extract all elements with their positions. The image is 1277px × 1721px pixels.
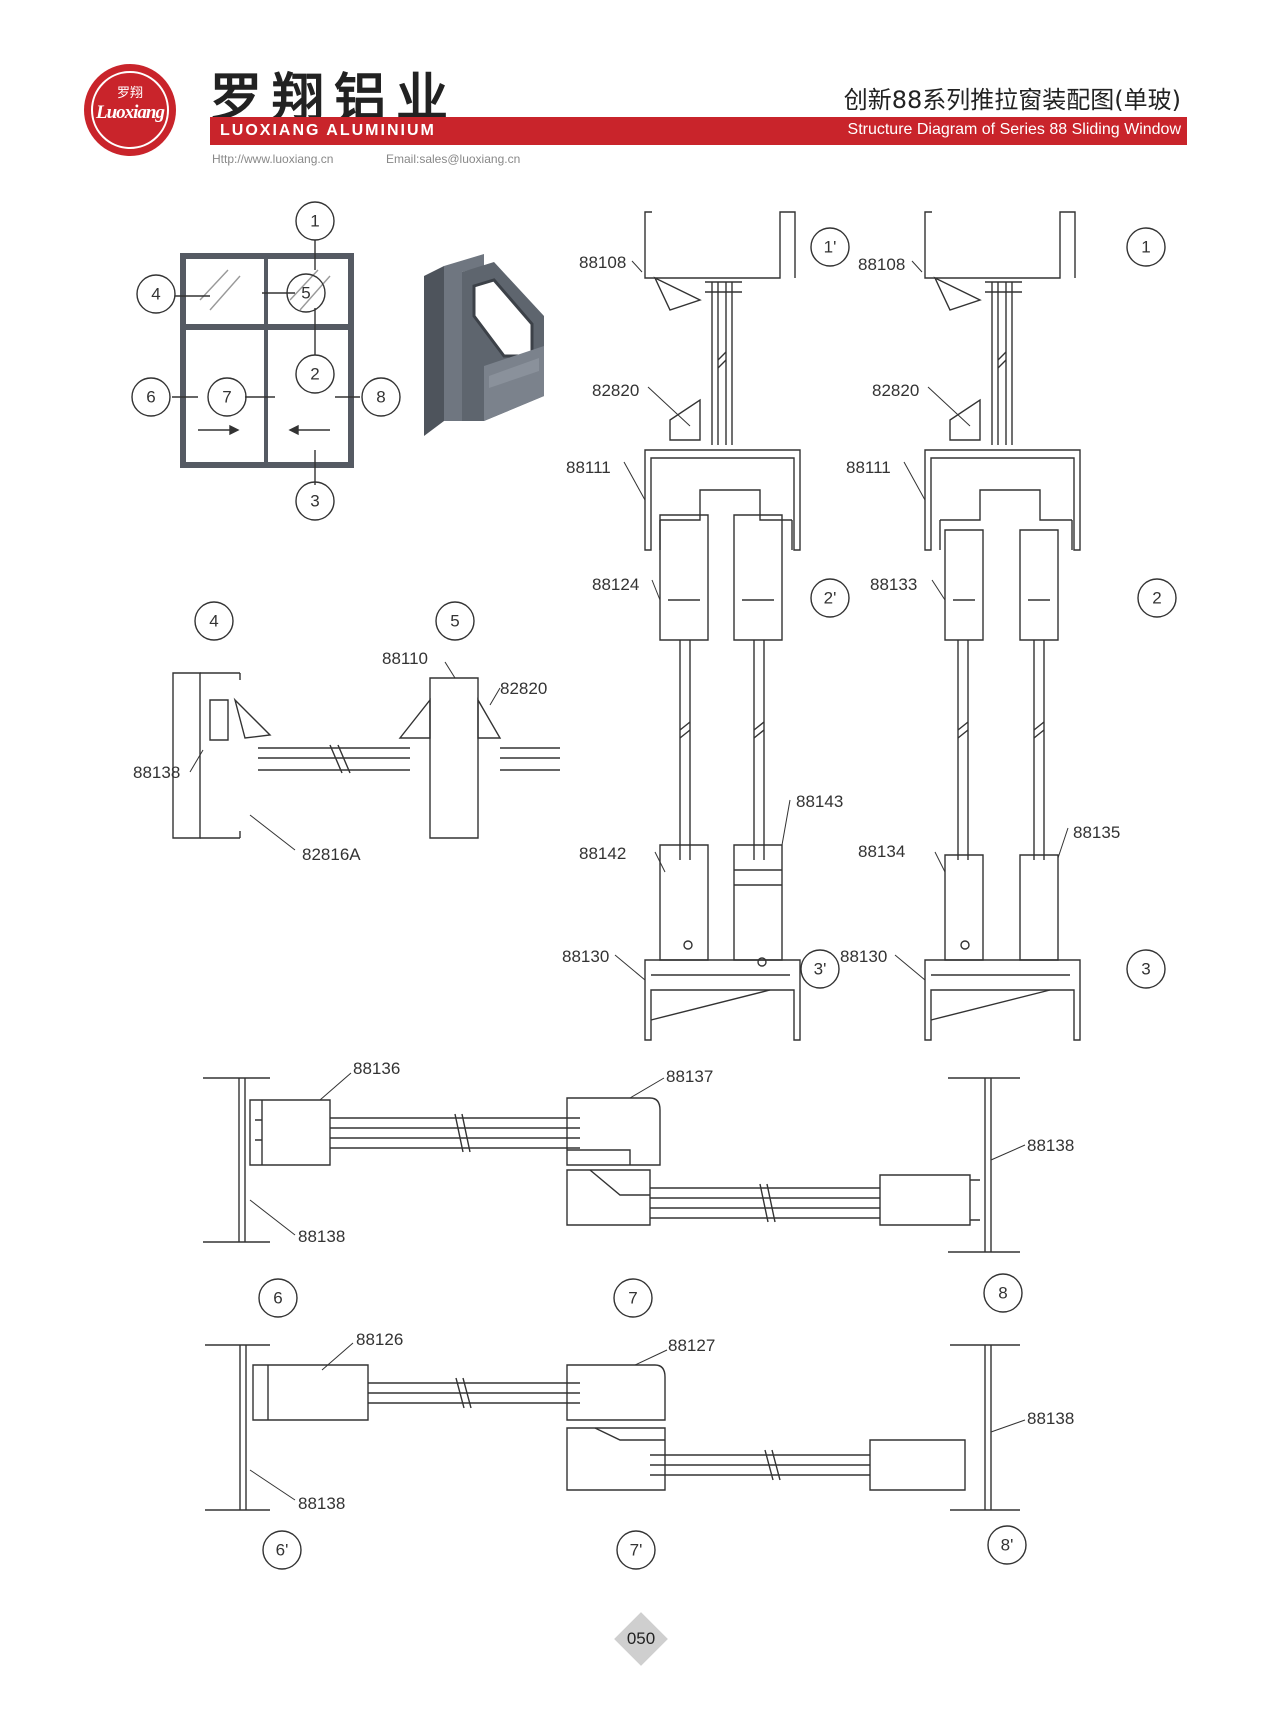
page-number-badge: 050 xyxy=(614,1612,668,1666)
window-marker-3 xyxy=(295,481,335,521)
vertical-section-left xyxy=(644,211,801,1041)
part-label: 88137 xyxy=(666,1067,713,1086)
part-label: 88124 xyxy=(592,575,639,594)
section-marker-label: 4 xyxy=(209,612,218,631)
window-marker-label: 4 xyxy=(151,285,160,304)
part-label: 82820 xyxy=(500,679,547,698)
window-marker-5 xyxy=(286,273,326,313)
header-red-bar xyxy=(210,117,1187,145)
part-label: 88130 xyxy=(840,947,887,966)
part-label: 88110 xyxy=(382,649,428,668)
part-label: 88135 xyxy=(1073,823,1120,842)
section-marker-label: 5 xyxy=(450,612,459,631)
part-label: 88138 xyxy=(133,763,180,782)
part-label: 82816A xyxy=(302,845,361,864)
part-label: 88142 xyxy=(579,844,626,863)
brand-name-english: LUOXIANG ALUMINIUM xyxy=(220,122,436,139)
window-marker-label: 1 xyxy=(310,212,319,231)
section-marker-label: 7 xyxy=(628,1289,637,1308)
profile-3d-render xyxy=(424,254,544,436)
part-label: 88126 xyxy=(356,1330,403,1349)
section-marker-label: 3' xyxy=(814,960,827,979)
page-title-chinese: 创新88系列推拉窗装配图(单玻) xyxy=(843,86,1181,114)
window-marker-8 xyxy=(361,377,401,417)
part-label: 88111 xyxy=(566,458,611,477)
part-label: 88133 xyxy=(870,575,917,594)
horizontal-section-top xyxy=(203,1077,1020,1253)
part-label: 88136 xyxy=(353,1059,400,1078)
leader-lines xyxy=(189,260,1069,1501)
part-label: 88130 xyxy=(562,947,609,966)
page-title-english: Structure Diagram of Series 88 Sliding W… xyxy=(847,121,1181,138)
part-label: 88138 xyxy=(1027,1136,1074,1155)
horizontal-section-bottom xyxy=(205,1344,1020,1511)
section-marker-label: 6 xyxy=(273,1289,282,1308)
page-number: 050 xyxy=(626,1629,656,1648)
window-marker-4 xyxy=(136,274,176,314)
logo-chinese-text: 罗翔 xyxy=(116,86,143,101)
part-label: 88138 xyxy=(298,1494,345,1513)
part-label: 82820 xyxy=(592,381,639,400)
window-marker-label: 8 xyxy=(376,388,385,407)
window-marker-7 xyxy=(207,377,247,417)
section-marker-label: 1 xyxy=(1141,238,1150,257)
part-label: 88111 xyxy=(846,458,891,477)
window-elevation xyxy=(131,201,401,521)
part-label: 88138 xyxy=(298,1227,345,1246)
section-marker-label: 3 xyxy=(1141,960,1150,979)
window-marker-label: 6 xyxy=(146,388,155,407)
window-marker-2 xyxy=(295,354,335,394)
section-marker-label: 8 xyxy=(998,1284,1007,1303)
part-label: 88138 xyxy=(1027,1409,1074,1428)
part-label: 82820 xyxy=(872,381,919,400)
part-label: 88108 xyxy=(858,255,905,274)
part-label: 88108 xyxy=(579,253,626,272)
section-marker-label: 6' xyxy=(276,1541,289,1560)
window-marker-label: 7 xyxy=(222,388,231,407)
part-label: 88134 xyxy=(858,842,905,861)
email-link[interactable]: Email:sales@luoxiang.cn xyxy=(386,152,521,166)
window-marker-label: 3 xyxy=(310,492,319,511)
window-marker-6 xyxy=(131,377,171,417)
section-marker-circles xyxy=(194,227,1177,1570)
vertical-section-right xyxy=(924,211,1081,1041)
detail-4-5 xyxy=(172,672,560,839)
section-marker-label: 1' xyxy=(824,238,837,257)
section-marker-label: 8' xyxy=(1001,1536,1014,1555)
logo-english-text: Luoxiang xyxy=(95,102,165,123)
section-marker-label: 2' xyxy=(824,589,837,608)
company-logo: 罗翔 Luoxiang xyxy=(84,64,176,156)
part-label: 88127 xyxy=(668,1336,715,1355)
section-marker-label: 7' xyxy=(630,1541,643,1560)
website-link[interactable]: Http://www.luoxiang.cn xyxy=(212,152,334,166)
window-marker-1 xyxy=(295,201,335,241)
window-marker-label: 2 xyxy=(310,365,319,384)
section-marker-label: 2 xyxy=(1152,589,1161,608)
window-marker-label: 5 xyxy=(301,284,310,303)
part-label: 88143 xyxy=(796,792,843,811)
